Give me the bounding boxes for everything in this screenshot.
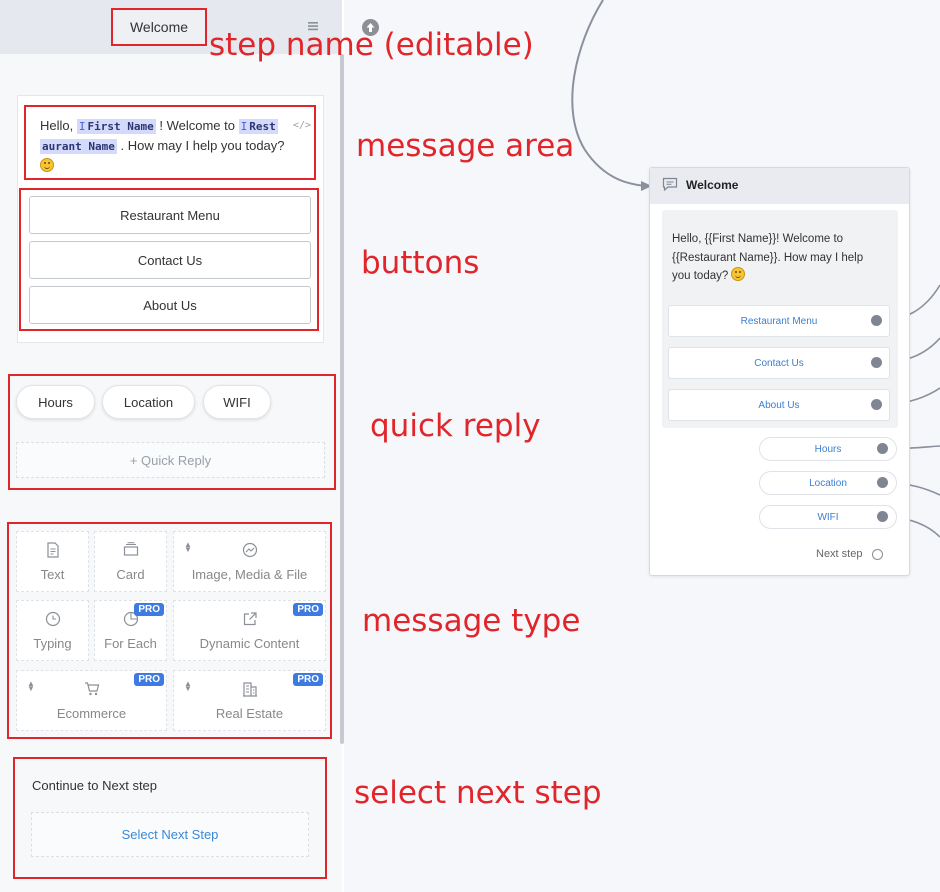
smiling-face-icon (40, 158, 54, 172)
clock-icon (45, 611, 60, 627)
message-type-image-media-file[interactable]: ▲▼ Image, Media & File (173, 531, 326, 592)
upload-icon[interactable] (362, 19, 379, 36)
message-type-text[interactable]: Text (16, 531, 89, 592)
connector-handle[interactable] (877, 477, 888, 488)
tile-label: Typing (33, 636, 72, 651)
annotation-box-quick-reply (8, 374, 336, 490)
pro-badge: PRO (293, 603, 323, 616)
annotation-box-select-next-step (13, 757, 327, 879)
message-mid-text: ! Welcome to (159, 118, 235, 133)
pro-badge: PRO (134, 673, 164, 686)
connector-handle[interactable] (871, 315, 882, 326)
variable-label: Rest (249, 120, 276, 133)
node-button-restaurant-menu[interactable]: Restaurant Menu (668, 305, 890, 337)
quick-reply-hours[interactable]: Hours (16, 385, 95, 419)
node-header[interactable] (650, 168, 909, 204)
variable-chip-restaurant-name-cont[interactable]: aurant Name (40, 139, 117, 154)
annotation-box-buttons (19, 188, 319, 331)
image-icon (242, 542, 257, 558)
node-button-about-us[interactable]: About Us (668, 389, 890, 421)
document-icon (46, 542, 59, 558)
add-quick-reply-button[interactable]: + Quick Reply (16, 442, 325, 478)
building-icon (242, 682, 257, 697)
cart-icon (84, 682, 99, 696)
pie-icon (123, 611, 138, 627)
drag-sort-icon[interactable]: ▲▼ (184, 679, 192, 693)
annotation-box-step-name (111, 8, 207, 46)
node-message-text: Hello, {{First Name}}! Welcome to {{Rest… (672, 230, 892, 286)
menu-icon[interactable] (306, 19, 320, 33)
variable-label: aurant Name (42, 140, 115, 153)
panel-scrollbar[interactable] (340, 54, 344, 744)
tile-label: For Each (104, 636, 157, 651)
pro-badge: PRO (134, 603, 164, 616)
annotation-box-message-area (24, 105, 316, 180)
annotation-message-type: message type (362, 603, 581, 639)
tile-label: Image, Media & File (191, 567, 308, 582)
drag-sort-icon[interactable]: ▲▼ (184, 540, 192, 554)
quick-reply-wifi[interactable]: WIFI (203, 385, 271, 419)
external-link-icon (243, 612, 257, 626)
drag-sort-icon[interactable]: ▲▼ (27, 679, 35, 693)
annotation-box-message-type (7, 522, 332, 739)
message-type-real-estate[interactable]: ▲▼ PRO Real Estate (173, 670, 326, 731)
message-type-for-each[interactable]: PRO For Each (94, 600, 167, 661)
message-type-dynamic-content[interactable]: PRO Dynamic Content (173, 600, 326, 661)
code-toggle-icon[interactable]: </> (293, 120, 312, 131)
node-title: Welcome (686, 178, 739, 192)
annotation-step-name: step name (editable) (209, 27, 534, 63)
message-type-card[interactable]: Card (94, 531, 167, 592)
button-contact-us[interactable]: Contact Us (29, 241, 311, 279)
card-icon (123, 542, 138, 556)
message-type-typing[interactable]: Typing (16, 600, 89, 661)
text-cursor-icon: I (240, 120, 248, 133)
message-greeting: Hello, (40, 118, 74, 133)
connector-handle[interactable] (877, 443, 888, 454)
next-step-handle[interactable] (872, 549, 883, 560)
arrow-up-icon (366, 23, 375, 32)
tile-label: Real Estate (215, 706, 284, 721)
select-next-step-button[interactable]: Select Next Step (31, 812, 309, 857)
annotation-message-area: message area (356, 128, 575, 164)
message-type-ecommerce[interactable]: ▲▼ PRO Ecommerce (16, 670, 167, 731)
tile-label: Card (116, 567, 145, 582)
tile-label: Dynamic Content (199, 636, 300, 651)
annotation-quick-reply: quick reply (370, 408, 541, 444)
node-message-line: {{Restaurant Name}}. How may I help (672, 251, 864, 264)
annotation-select-next-step: select next step (354, 775, 602, 811)
variable-label: First Name (87, 120, 154, 133)
node-message-line: Hello, {{First Name}}! Welcome to (672, 233, 844, 245)
message-tail-text: . How may I help you today? (120, 138, 285, 153)
incoming-connector (571, 0, 649, 187)
connector-handle[interactable] (871, 399, 882, 410)
node-message-line: you today? (672, 270, 729, 282)
annotation-buttons: buttons (361, 245, 480, 281)
pro-badge: PRO (293, 673, 323, 686)
button-restaurant-menu[interactable]: Restaurant Menu (29, 196, 311, 234)
node-next-step-label: Next step (816, 548, 863, 560)
node-quick-reply-hours[interactable]: Hours (759, 437, 897, 461)
tile-label: Text (40, 567, 65, 582)
connector-handle[interactable] (877, 511, 888, 522)
node-quick-reply-location[interactable]: Location (759, 471, 897, 495)
step-name-input[interactable]: Welcome (113, 9, 205, 45)
node-quick-reply-wifi[interactable]: WIFI (759, 505, 897, 529)
connector-handle[interactable] (871, 357, 882, 368)
text-cursor-icon: I (78, 120, 86, 133)
arrow-head-icon (641, 181, 652, 191)
next-step-label: Continue to Next step (32, 778, 158, 793)
smiling-face-icon (731, 267, 746, 281)
quick-reply-location[interactable]: Location (102, 385, 195, 419)
button-about-us[interactable]: About Us (29, 286, 311, 324)
chat-bubble-icon (662, 177, 678, 191)
node-button-contact-us[interactable]: Contact Us (668, 347, 890, 379)
tile-label: Ecommerce (56, 706, 127, 721)
